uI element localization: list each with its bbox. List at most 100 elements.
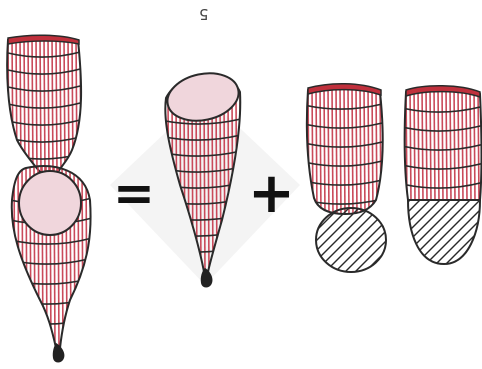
stripe-mark — [31, 40, 34, 172]
round-part-rim — [307, 82, 382, 97]
stripe-mark — [13, 166, 16, 348]
stripe-mark — [315, 85, 318, 215]
stripe-mark — [75, 40, 78, 172]
stripe-mark — [207, 94, 210, 272]
stripe-mark — [55, 40, 58, 172]
band-line — [7, 50, 82, 58]
stripe-mark — [339, 85, 342, 215]
stripe-mark — [417, 87, 420, 200]
stripe-mark — [351, 85, 354, 215]
hatch-line — [408, 200, 425, 264]
stripe-mark — [23, 40, 26, 172]
stripe-mark — [199, 94, 202, 272]
stripe-mark — [409, 87, 412, 200]
stripe-mark — [323, 85, 326, 215]
stripe-mark — [441, 87, 444, 200]
stripe-mark — [453, 87, 456, 200]
stripe-mark — [347, 85, 350, 215]
stripe-mark — [445, 87, 448, 200]
stripe-mark — [477, 87, 480, 200]
stripe-mark — [39, 40, 42, 172]
stripe-mark — [211, 94, 214, 272]
band-line — [306, 159, 383, 167]
stripe-mark — [331, 85, 334, 215]
hatch-line — [340, 208, 386, 272]
figure-bulb-part-flat — [332, 84, 482, 268]
flat-part-rim — [405, 84, 481, 99]
stripe-mark — [359, 85, 362, 215]
stripe-mark — [469, 87, 472, 200]
cone-face — [166, 72, 240, 122]
stripe-mark — [327, 85, 330, 215]
hatch-line — [332, 196, 404, 268]
hatch-line — [408, 200, 435, 264]
band-line — [7, 101, 82, 109]
band-line — [7, 84, 82, 92]
upper-rim — [7, 34, 80, 45]
lower-bulb-face — [18, 170, 82, 236]
round-part-base — [315, 207, 387, 273]
stripe-mark — [203, 94, 206, 272]
stripe-mark — [319, 85, 322, 215]
band-line — [404, 181, 482, 189]
stripe-mark — [425, 87, 428, 200]
stripe-mark — [473, 87, 476, 200]
band-line — [7, 118, 82, 126]
stripe-mark — [433, 87, 436, 200]
band-line — [11, 237, 91, 245]
cone-tip — [200, 268, 213, 288]
stripe-mark — [51, 40, 54, 172]
stripe-mark — [437, 87, 440, 200]
hatch-line — [408, 200, 455, 264]
hatch-line — [408, 200, 445, 264]
stripe-mark — [384, 86, 385, 216]
hatch-line — [316, 208, 373, 272]
hatch-line — [316, 208, 343, 272]
stripe-mark — [11, 166, 12, 348]
stripe-mark — [35, 40, 38, 172]
plus-sign: + — [248, 161, 295, 226]
equals-sign: = — [113, 164, 155, 222]
hatch-line — [316, 208, 353, 272]
stripe-mark — [19, 40, 22, 172]
stripe-mark — [17, 166, 20, 348]
stripe-mark — [47, 40, 50, 172]
page-number: 5 — [199, 5, 209, 23]
band-line — [7, 67, 82, 75]
stripe-mark — [304, 86, 305, 216]
stripe-mark — [89, 166, 91, 348]
band-line — [306, 121, 383, 129]
stripe-mark — [363, 85, 366, 215]
band-line — [404, 105, 482, 113]
stripe-mark — [335, 85, 338, 215]
stripe-mark — [461, 87, 464, 200]
stripe-mark — [465, 87, 468, 200]
stripe-mark — [421, 87, 424, 200]
hatch-line — [370, 208, 386, 272]
stripe-mark — [367, 85, 370, 215]
band-line — [306, 102, 383, 110]
stripe-mark — [355, 85, 358, 215]
stripe-mark — [402, 86, 403, 202]
stripe-mark — [413, 87, 416, 200]
stripe-mark — [371, 85, 374, 215]
band-line — [306, 140, 383, 148]
hatch-line — [316, 208, 363, 272]
stripe-mark — [27, 40, 30, 172]
figure-whole-organism — [6, 34, 92, 363]
stripe-mark — [429, 87, 432, 200]
band-line — [306, 178, 383, 186]
hatch-line — [408, 200, 465, 264]
hatch-line — [350, 208, 386, 272]
flat-part-base — [406, 199, 482, 266]
stripe-mark — [84, 36, 85, 174]
band-line — [404, 124, 482, 132]
band-line — [7, 152, 82, 160]
band-line — [404, 143, 482, 151]
band-line — [404, 162, 482, 170]
stripe-mark — [63, 40, 66, 172]
stripe-mark — [457, 87, 460, 200]
organism-tip — [52, 343, 65, 363]
hatch-line — [451, 200, 480, 264]
